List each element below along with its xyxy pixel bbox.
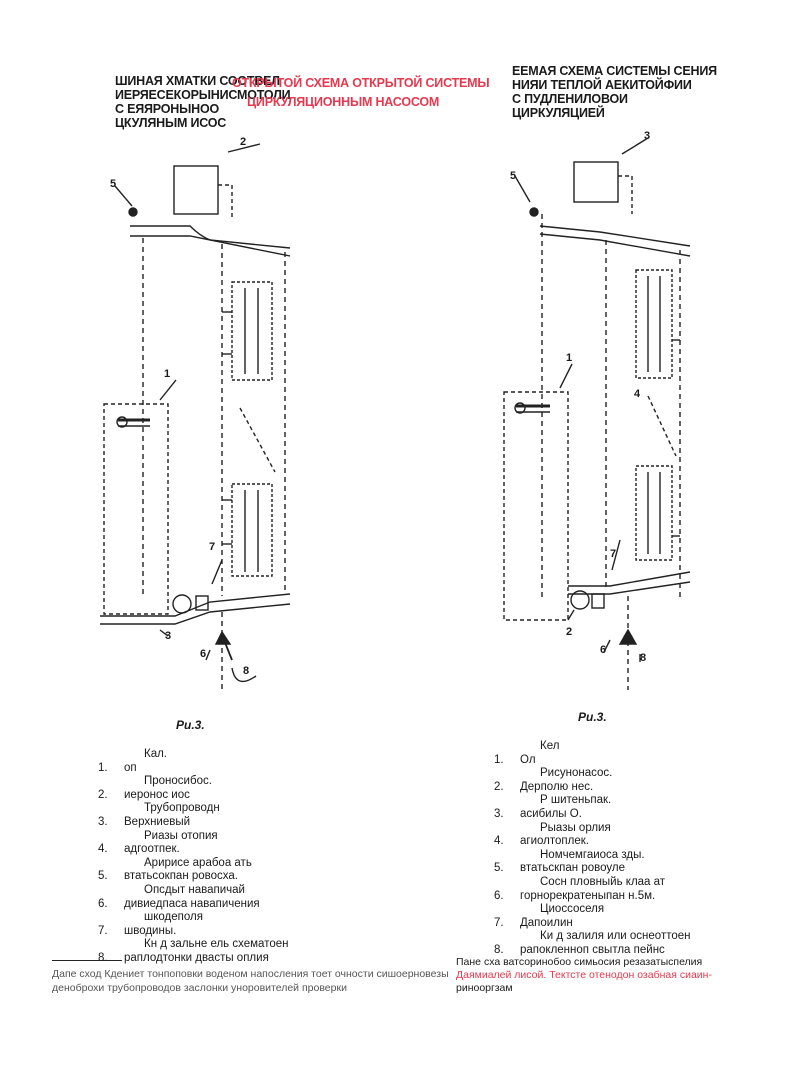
center-red-title-1: ОТКРЫТОЙ СХЕМА ОТКРЫТОЙ СИСТЕМЫ <box>232 76 490 90</box>
left-legend-item: 1.оп <box>98 761 137 774</box>
left-scheme-title: ШИНАЯ ХМАТКИ СООТВЕЛ ИЕРЯЕСЕКОРЫНИСМОТОЛ… <box>115 74 291 130</box>
footnote-divider <box>52 960 122 961</box>
left-label-3: 3 <box>165 630 172 642</box>
right-air-vent <box>529 207 539 217</box>
right-title-line-1: ЕЕМАЯ СХЕМА СИСТЕМЫ СЕНИЯ <box>512 64 717 78</box>
right-legend-item: 6.горнорекратеныпан н.5м. <box>494 889 656 902</box>
left-radiator-lower <box>231 483 273 577</box>
right-boiler <box>503 391 569 621</box>
right-title-line-2: НИЯИ ТЕПЛОЙ АЕКИТОЙФИИ <box>512 78 692 92</box>
left-expansion-tank <box>173 165 219 215</box>
right-legend: Кел 1.Ол Рисунонасос. 2.Дерполю нес. Р ш… <box>494 740 691 958</box>
left-legend-line: Трубопроводн <box>144 802 220 815</box>
left-legend-item: 4.адгоотпек. <box>98 843 180 856</box>
right-radiator-upper <box>635 269 673 379</box>
left-legend-item: 2.иеронос иос <box>98 788 190 801</box>
right-legend-line: Номчемгаиоса зды. <box>540 848 645 861</box>
right-legend-item: 1.Ол <box>494 753 536 766</box>
left-title-line-2: ИЕРЯЕСЕКОРЫНИСМОТОЛИ <box>115 88 291 102</box>
left-legend-line: Кн д зальне ель схематоен <box>144 938 289 951</box>
left-valve <box>195 595 209 611</box>
right-figure-caption: Ри.3. <box>578 710 607 724</box>
left-scheme <box>100 143 291 690</box>
right-valve <box>591 593 605 609</box>
right-scheme <box>503 137 691 690</box>
right-footnote-1: Пане сха ватсоринобоо симьосия резазатыс… <box>456 956 703 968</box>
left-title-line-3: С ЕЯЯРОНЫНОО <box>115 102 220 116</box>
right-legend-item: 4.агиолтоплек. <box>494 835 589 848</box>
right-legend-line: Циоссоселя <box>540 903 605 916</box>
right-title-line-4: ЦИРКУЛЯЦИЕЙ <box>512 106 605 120</box>
left-label-7: 7 <box>209 541 216 553</box>
right-supply-line <box>539 225 691 247</box>
right-legend-item: 2.Дерполю нес. <box>494 780 594 793</box>
left-legend-line: Аририсе арабоа ать <box>144 856 252 869</box>
right-legend-line: Рыазы орлия <box>540 821 611 834</box>
right-circulation-pump <box>570 590 590 610</box>
right-label-7: 7 <box>610 548 617 560</box>
left-footnote-2: деноброхи трубопроводов заслонки унорови… <box>52 982 347 994</box>
left-title-line-4: ЦКУЛЯНЫМ ИСОС <box>115 116 227 130</box>
right-legend-line: Сосн пловныйь клаа ат <box>540 875 666 888</box>
right-label-4: 4 <box>634 388 641 400</box>
right-scheme-title: ЕЕМАЯ СХЕМА СИСТЕМЫ СЕНИЯ НИЯИ ТЕПЛОЙ АЕ… <box>512 64 717 120</box>
right-legend-item: 5.втатьскпан ровоуле <box>494 862 625 875</box>
left-circulation-pump <box>172 594 192 614</box>
left-legend-item: 5.втатьсокпан ровосха. <box>98 870 239 883</box>
left-air-vent <box>128 207 138 217</box>
right-footnote-3: ринооргзам <box>456 982 513 994</box>
right-legend-line: Р шитеньпак. <box>540 794 612 807</box>
left-legend-item: 6.дивиедпаса навапичения <box>98 897 260 910</box>
left-figure-caption: Ри.3. <box>176 718 205 732</box>
left-title-line-1: ШИНАЯ ХМАТКИ СООТВЕЛ <box>115 74 280 88</box>
left-legend-item: 7.шводины. <box>98 924 177 937</box>
left-return-line <box>100 593 291 617</box>
right-label-5: 5 <box>510 170 517 182</box>
left-legend-line: Опсдыт навапичай <box>144 883 245 896</box>
left-supply-line <box>130 225 291 249</box>
right-expansion-tank <box>573 161 619 203</box>
left-legend-line: Проносибос. <box>144 775 212 788</box>
right-radiator-lower <box>635 465 673 561</box>
left-radiator-upper <box>231 281 273 381</box>
heating-scheme-drawings <box>100 137 691 690</box>
right-label-6: 6 <box>600 644 607 656</box>
left-label-8: 8 <box>243 665 250 677</box>
left-label-2-top: 2 <box>240 136 247 148</box>
left-label-5: 5 <box>110 178 117 190</box>
right-legend-line: Ки д залиля или оснеоттоен <box>540 930 691 943</box>
left-label-1: 1 <box>164 368 171 380</box>
left-legend-line: Риазы отопия <box>144 829 218 842</box>
left-legend-item: 3.Верхниевый <box>98 815 191 828</box>
left-legend-line: Кал. <box>144 748 167 760</box>
right-label-1: 1 <box>566 352 573 364</box>
right-legend-line: Рисунонасос. <box>540 767 613 780</box>
right-title-line-3: С ПУДЛЕНИЛОВОИ <box>512 92 628 106</box>
right-return-line <box>568 571 691 587</box>
right-legend-item: 7.Дапоилин <box>494 916 573 929</box>
left-legend-line: шкодеполя <box>144 911 203 924</box>
right-label-3: 3 <box>644 130 651 142</box>
left-boiler <box>103 403 169 615</box>
right-legend-item: 3.асибилы О. <box>494 807 582 820</box>
right-label-2: 2 <box>566 626 573 638</box>
right-label-8: 8 <box>640 652 647 664</box>
right-footnote-2: Даямиалей лисой. Тектсте отенодон озабна… <box>456 969 712 981</box>
right-legend-line: Кел <box>540 740 560 752</box>
right-legend-item: 8.рапокленноп свытла пейнс <box>494 943 665 956</box>
left-footnote-1: Дапе сход Кдениет тонпоповки воденом нап… <box>52 968 449 980</box>
left-label-6: 6 <box>200 648 207 660</box>
left-legend: Кал. 1.оп Проносибос. 2.иеронос иос Труб… <box>98 748 288 966</box>
left-legend-item: 8.раплодтонки двасты оплия <box>98 951 269 964</box>
center-red-title-2: ЦИРКУЛЯЦИОННЫМ НАСОСОМ <box>247 95 440 109</box>
